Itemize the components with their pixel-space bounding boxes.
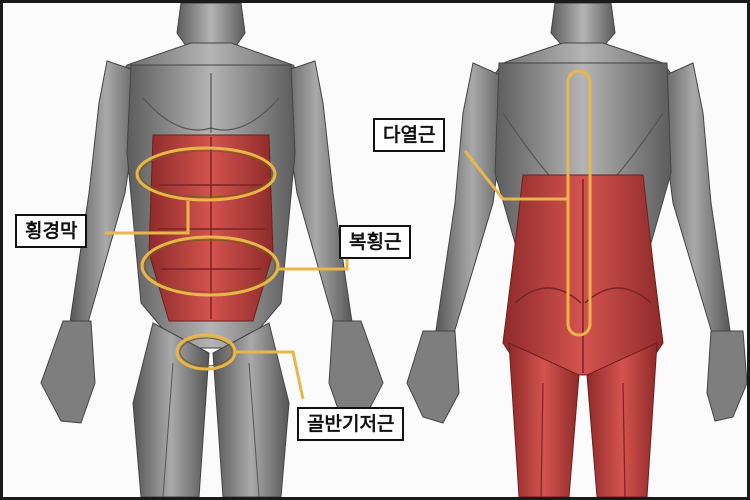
label-transverse-abdominis: 복횡근 bbox=[339, 225, 411, 259]
back-figure bbox=[407, 3, 747, 497]
label-pelvic-floor: 골반기저근 bbox=[297, 407, 404, 441]
label-diaphragm: 횡경막 bbox=[15, 214, 87, 248]
label-multifidus: 다열근 bbox=[373, 118, 445, 152]
